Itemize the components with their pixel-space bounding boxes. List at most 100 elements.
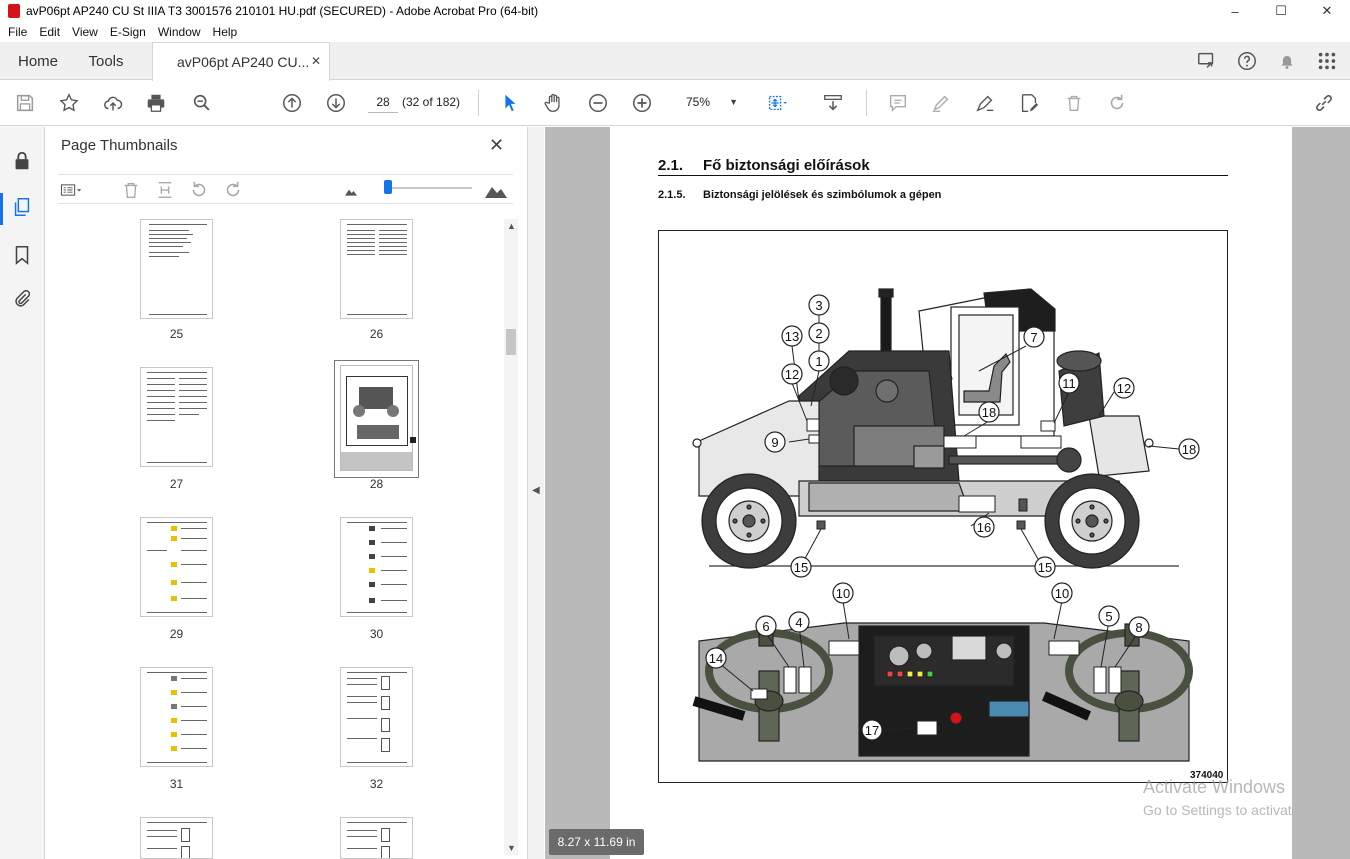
panel-collapse-strip[interactable]: ◀ [527,127,544,859]
callout-label: 16 [977,520,991,535]
thumbnail-label: 30 [369,627,384,641]
tab-document-label: avP06pt AP240 CU... [177,54,310,70]
extract-page-icon[interactable] [154,179,176,201]
redo-icon[interactable] [1105,91,1129,115]
close-window-button[interactable]: ✕ [1321,3,1333,18]
tab-tools[interactable]: Tools [88,52,124,70]
thumbnail-page-28-selected[interactable] [334,360,419,478]
thumbnail-page-29[interactable] [140,517,213,617]
thumbnail-page-27[interactable] [140,367,213,467]
callout-label: 5 [1105,609,1112,624]
attachments-icon[interactable] [10,287,34,311]
zoom-out-icon[interactable] [586,91,610,115]
menu-help[interactable]: Help [212,25,238,39]
page-thumbnails-panel: Page Thumbnails ✕ ▲ ▼ 25 [46,127,526,859]
thumbnails-scrollbar[interactable]: ▲ ▼ [504,219,518,855]
upload-cloud-icon[interactable] [101,91,125,115]
comment-icon[interactable] [886,91,910,115]
link-share-icon[interactable] [1312,91,1336,115]
thumbnail-page-33[interactable] [140,817,213,859]
document-view[interactable]: 2.1.Fő biztonsági előírások 2.1.5.Bizton… [545,127,1350,859]
thumbnail-label: 29 [169,627,184,641]
thumbnail-label: 32 [369,777,384,791]
zoom-level-value: 75% [686,95,711,109]
collapse-left-icon[interactable]: ◀ [532,485,540,496]
minimize-button[interactable]: – [1231,3,1239,19]
zoom-level-select[interactable]: 75% ▼ [672,91,744,113]
rotate-cw-icon[interactable] [222,179,244,201]
help-icon[interactable] [1236,50,1258,72]
document-gutter [1293,127,1350,859]
thumbnail-label: 26 [369,327,384,341]
tab-bar: Home Tools avP06pt AP240 CU... ✕ [0,42,1350,81]
callout-label: 18 [1182,442,1196,457]
tab-home[interactable]: Home [17,52,58,70]
print-icon[interactable] [144,91,168,115]
thumbnail-page-32[interactable] [340,667,413,767]
menu-window[interactable]: Window [157,25,201,39]
save-icon[interactable] [13,91,37,115]
scroll-mode-icon[interactable] [821,91,845,115]
scroll-down-icon[interactable]: ▼ [507,843,516,853]
share-screen-icon[interactable] [1196,50,1218,72]
bell-icon[interactable] [1276,50,1298,72]
menu-edit[interactable]: Edit [39,25,61,39]
callout-label: 13 [785,329,799,344]
chevron-down-icon: ▼ [729,97,738,107]
next-page-icon[interactable] [324,91,348,115]
pdf-page: 2.1.Fő biztonsági előírások 2.1.5.Bizton… [610,127,1292,859]
roller-diagram: 3 2 13 1 12 9 18 7 11 12 18 16 15 15 10 … [692,288,1200,762]
hand-pan-icon[interactable] [542,91,566,115]
small-thumbnail-icon[interactable] [343,183,359,199]
callout-label: 14 [709,651,723,666]
bookmark-star-icon[interactable] [57,91,81,115]
delete-page-icon[interactable] [120,179,142,201]
fit-page-icon[interactable] [764,91,788,115]
select-cursor-icon[interactable] [498,91,522,115]
menu-file[interactable]: File [8,25,28,39]
callout-label: 6 [762,619,769,634]
safety-decals-figure: 3 2 13 1 12 9 18 7 11 12 18 16 15 15 10 … [658,230,1228,783]
zoom-in-icon[interactable] [630,91,654,115]
thumbnail-page-30[interactable] [340,517,413,617]
edit-text-icon[interactable] [1017,91,1041,115]
callout-label: 10 [1055,586,1069,601]
sign-pen-icon[interactable] [973,91,997,115]
thumbnail-page-34[interactable] [340,817,413,859]
callout-label: 10 [836,586,850,601]
thumbnail-options-icon[interactable] [60,179,82,201]
delete-trash-icon[interactable] [1062,91,1086,115]
menu-view[interactable]: View [72,25,98,39]
close-tab-icon[interactable]: ✕ [310,54,321,68]
section-heading: 2.1.Fő biztonsági előírások [658,157,870,174]
callout-label: 4 [795,615,802,630]
zoom-search-icon[interactable] [190,91,214,115]
thumbnail-label: 28 [369,477,384,491]
page-thumbnails-icon[interactable] [10,195,34,219]
highlight-pen-icon[interactable] [929,91,953,115]
operator-console-view [692,622,1193,762]
thumbnail-size-slider-knob[interactable] [384,180,392,194]
page-number-input[interactable]: 28 [368,91,398,113]
callout-label: 12 [785,367,799,382]
callout-label: 12 [1117,381,1131,396]
figure-code: 374040 [1190,770,1224,781]
lock-icon[interactable] [10,149,34,173]
scrollbar-thumb[interactable] [506,329,516,355]
maximize-button[interactable]: ☐ [1275,3,1287,18]
apps-grid-icon[interactable] [1316,50,1338,72]
thumbnail-size-slider[interactable] [386,187,472,189]
bookmarks-icon[interactable] [10,243,34,267]
scroll-up-icon[interactable]: ▲ [507,221,516,231]
rail-active-indicator [0,193,3,225]
large-thumbnail-icon[interactable] [483,178,509,202]
callout-circles [705,294,1200,741]
previous-page-icon[interactable] [280,91,304,115]
thumbnail-page-26[interactable] [340,219,413,319]
close-panel-icon[interactable]: ✕ [489,135,505,155]
tab-document[interactable]: avP06pt AP240 CU... ✕ [152,42,330,81]
thumbnail-page-25[interactable] [140,219,213,319]
menu-esign[interactable]: E-Sign [109,25,146,39]
thumbnail-page-31[interactable] [140,667,213,767]
rotate-ccw-icon[interactable] [188,179,210,201]
